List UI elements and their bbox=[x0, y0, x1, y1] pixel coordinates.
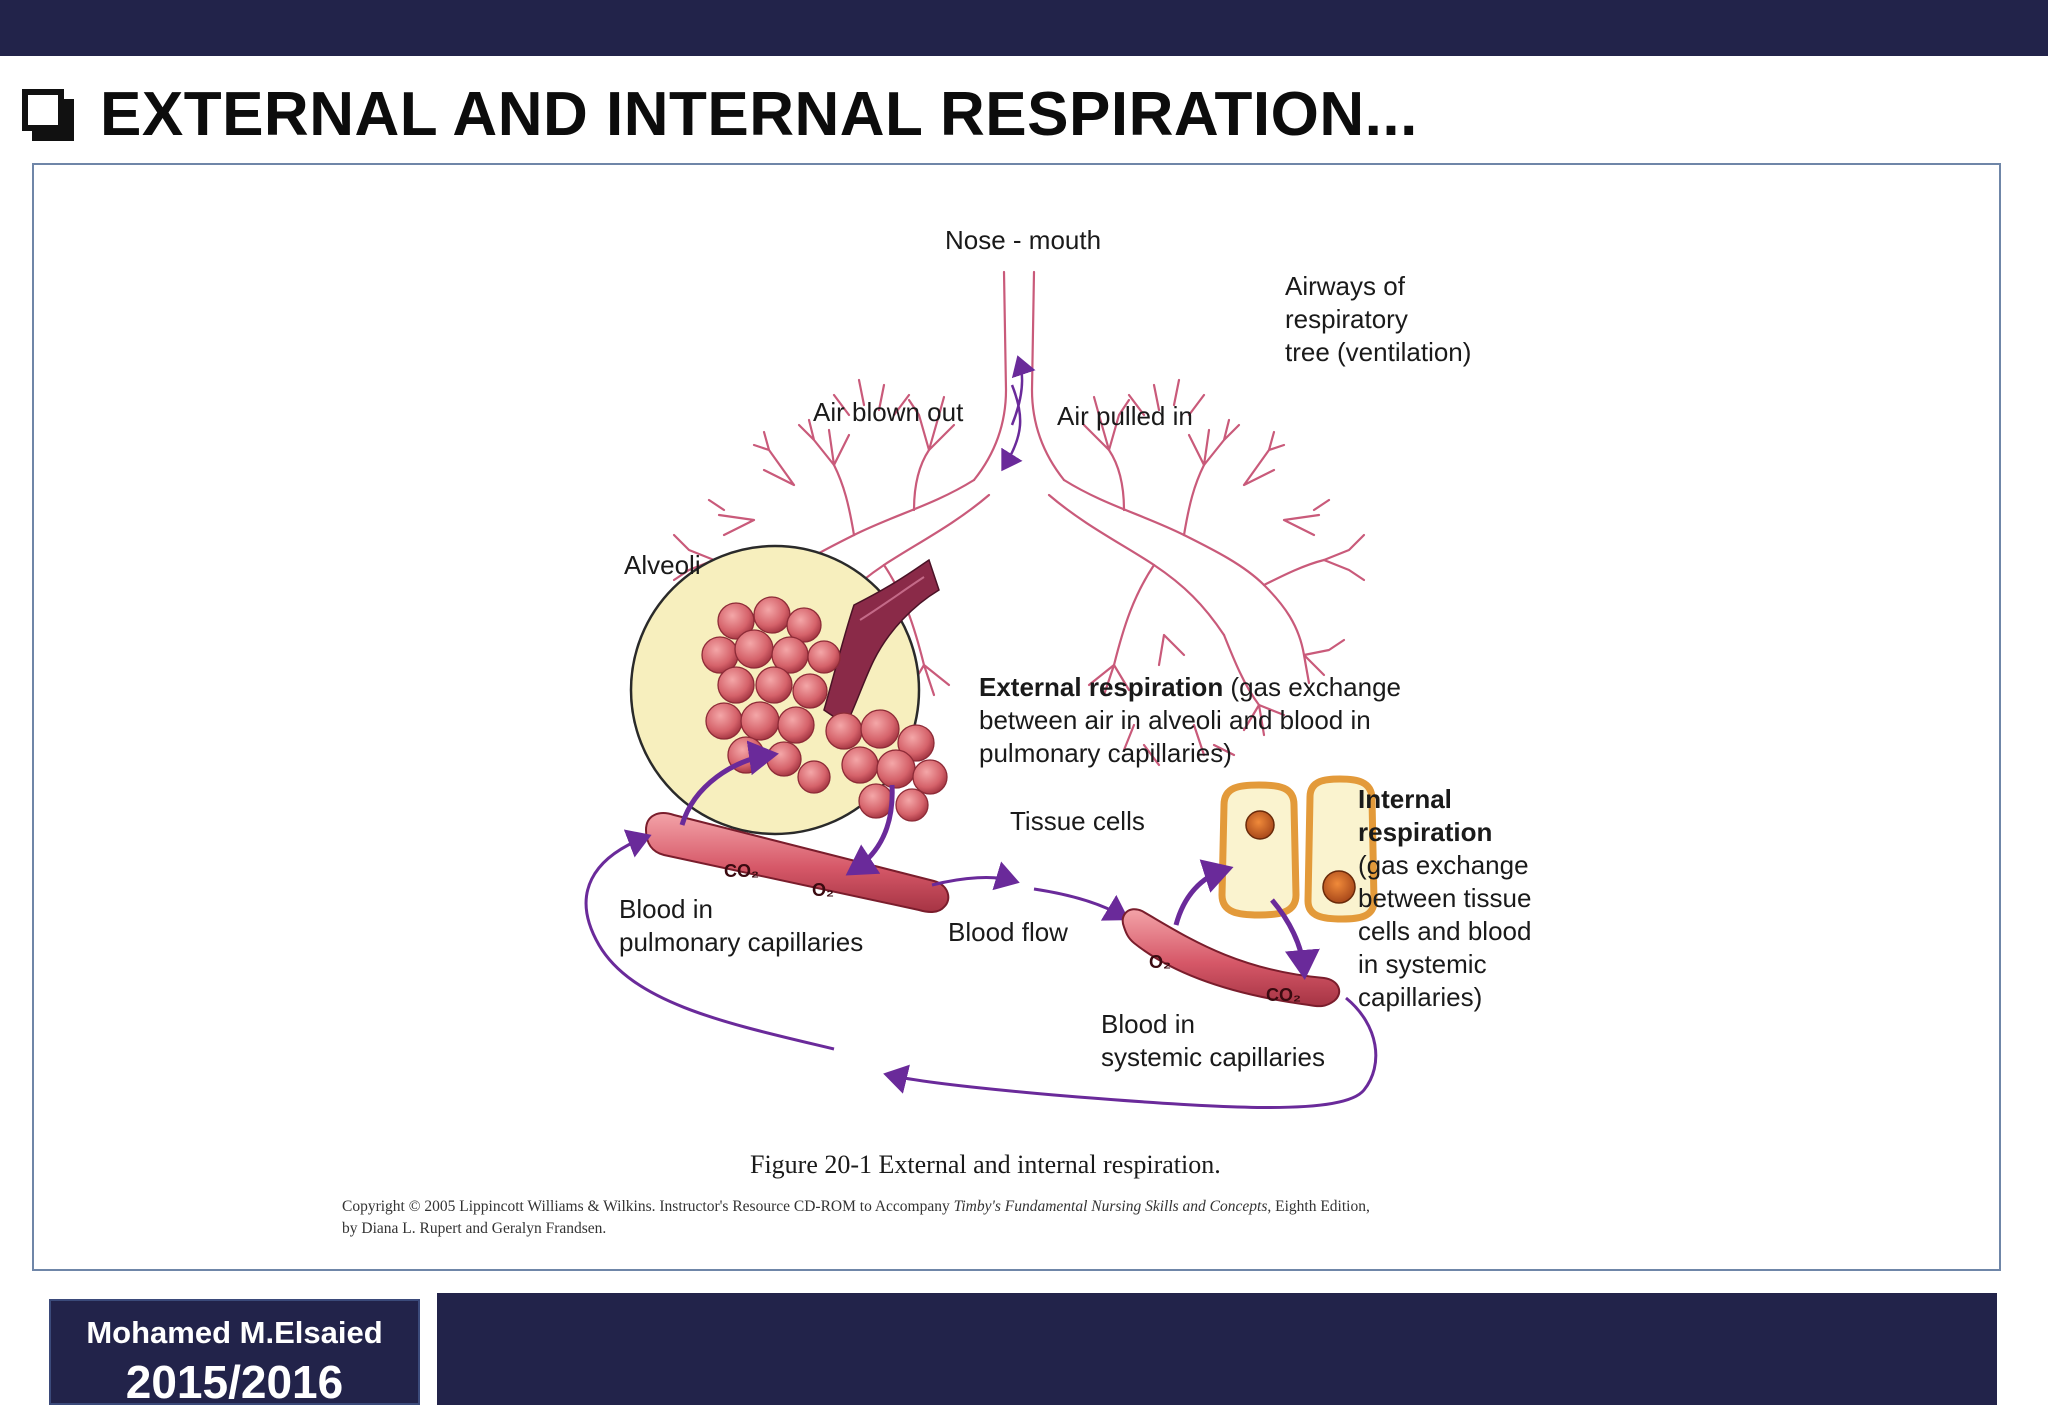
label-internal-7: capillaries) bbox=[1358, 982, 1482, 1012]
label-blood-pulmonary-1: Blood in bbox=[619, 894, 713, 924]
label-internal-2: respiration bbox=[1358, 817, 1492, 847]
label-external-respiration-3: pulmonary capillaries) bbox=[979, 738, 1232, 768]
figure-caption: Figure 20-1 External and internal respir… bbox=[750, 1150, 1221, 1179]
author-year: 2015/2016 bbox=[125, 1356, 344, 1408]
label-internal-6: in systemic bbox=[1358, 949, 1487, 979]
label-external-respiration-1: External respiration (gas exchange bbox=[979, 672, 1401, 702]
label-tissue-cells: Tissue cells bbox=[1010, 806, 1145, 836]
label-airways-1: Airways of bbox=[1285, 271, 1406, 301]
respiration-diagram: CO₂ O₂ O₂ CO₂ Nose - mouth Airwa bbox=[342, 225, 1531, 1237]
o2-to-tissue-arrow bbox=[1173, 859, 1234, 926]
air-out-arrow bbox=[1001, 384, 1023, 472]
co2-label-systemic: CO₂ bbox=[1266, 985, 1301, 1005]
label-internal-1: Internal bbox=[1358, 784, 1452, 814]
figure-frame: CO₂ O₂ O₂ CO₂ Nose - mouth Airwa bbox=[32, 163, 2001, 1271]
footer-bar bbox=[437, 1293, 1997, 1405]
label-air-pulled-in: Air pulled in bbox=[1057, 401, 1193, 431]
label-internal-5: cells and blood bbox=[1358, 916, 1531, 946]
author-name: Mohamed M.Elsaied bbox=[86, 1315, 383, 1350]
co2-label-pulmonary: CO₂ bbox=[724, 861, 759, 881]
label-air-blown-out: Air blown out bbox=[813, 397, 964, 427]
co2-to-alveoli-arrow bbox=[679, 740, 779, 826]
label-alveoli: Alveoli bbox=[624, 550, 701, 580]
co2-to-blood-arrow bbox=[1270, 898, 1320, 980]
slide-title-text: EXTERNAL AND INTERNAL RESPIRATION... bbox=[100, 79, 1418, 149]
author-badge: Mohamed M.Elsaied 2015/2016 bbox=[49, 1299, 420, 1408]
slide-title: EXTERNAL AND INTERNAL RESPIRATION... bbox=[22, 74, 1418, 154]
blood-flow-arrow-2 bbox=[1033, 887, 1130, 921]
label-blood-systemic-2: systemic capillaries bbox=[1101, 1042, 1325, 1072]
air-in-arrow bbox=[1010, 355, 1036, 426]
copyright-line-2: by Diana L. Rupert and Geralyn Frandsen. bbox=[342, 1220, 606, 1237]
label-blood-systemic-1: Blood in bbox=[1101, 1009, 1195, 1039]
systemic-capillary: O₂ CO₂ bbox=[1121, 908, 1341, 1008]
o2-label-pulmonary: O₂ bbox=[812, 880, 834, 900]
label-blood-pulmonary-2: pulmonary capillaries bbox=[619, 927, 863, 957]
pulmonary-capillary: CO₂ O₂ bbox=[644, 812, 950, 913]
label-external-respiration-2: between air in alveoli and blood in bbox=[979, 705, 1371, 735]
respiratory-tree bbox=[672, 270, 1366, 792]
label-nose-mouth: Nose - mouth bbox=[945, 225, 1101, 255]
label-internal-4: between tissue bbox=[1358, 883, 1531, 913]
label-blood-flow: Blood flow bbox=[948, 917, 1068, 947]
label-internal-3: (gas exchange bbox=[1358, 850, 1529, 880]
tissue-cells bbox=[1218, 775, 1378, 923]
o2-to-blood-arrow bbox=[845, 784, 895, 876]
to-lungs-circulation-arrow bbox=[584, 829, 835, 1051]
checkbox-icon bbox=[22, 89, 74, 141]
alveoli-illustration bbox=[629, 544, 948, 836]
label-airways-2: respiratory bbox=[1285, 304, 1408, 334]
copyright-line-1: Copyright © 2005 Lippincott Williams & W… bbox=[342, 1198, 1370, 1215]
return-circulation-arrow bbox=[883, 996, 1378, 1109]
label-airways-3: tree (ventilation) bbox=[1285, 337, 1471, 367]
o2-label-systemic: O₂ bbox=[1149, 952, 1171, 972]
blood-flow-arrow-1 bbox=[931, 861, 1020, 891]
top-header-bar bbox=[0, 0, 2048, 56]
